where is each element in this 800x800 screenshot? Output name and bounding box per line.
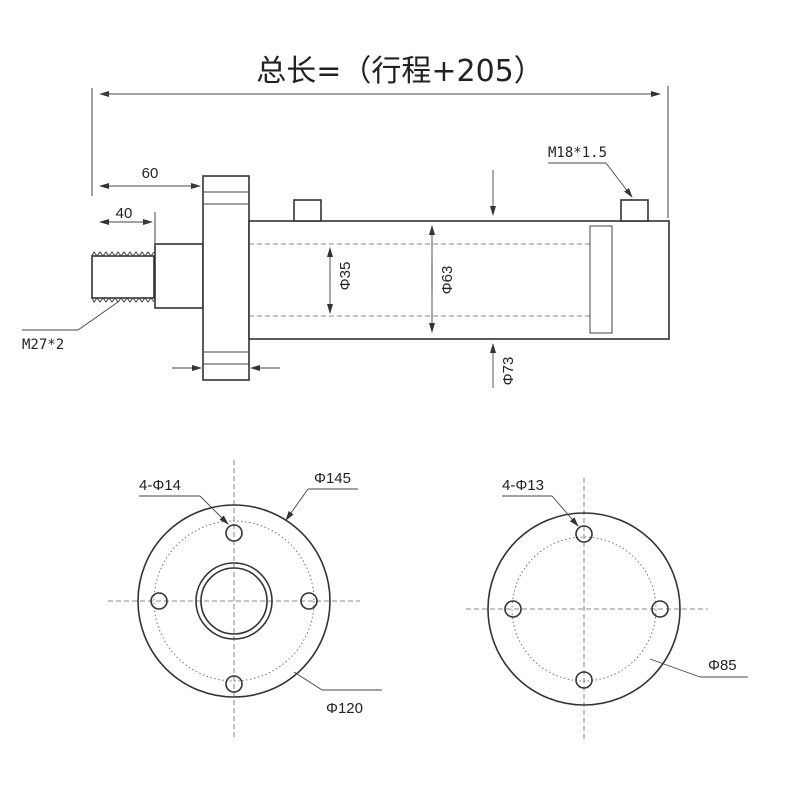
dim-60-label: 60 xyxy=(142,165,159,182)
port-thread-callout: M18*1.5 xyxy=(548,145,633,198)
rear-holes-callout: 4-Φ13 xyxy=(502,477,579,527)
dia-bore-dimension: Φ63 xyxy=(429,225,456,333)
thread-rod-label: M27*2 xyxy=(22,337,64,353)
front-holes-label: 4-Φ14 xyxy=(139,477,181,494)
dia-rod-label: Φ35 xyxy=(337,262,354,291)
front-outer-callout: Φ145 xyxy=(285,470,358,521)
thread-rod-callout: M27*2 xyxy=(22,301,119,353)
dim-40: 40 xyxy=(99,205,156,246)
port-thread-label: M18*1.5 xyxy=(548,145,607,161)
front-pcd-label: Φ120 xyxy=(326,700,363,717)
rear-outer-label: Φ85 xyxy=(708,657,737,674)
front-pcd-callout: Φ120 xyxy=(293,671,382,717)
rear-holes-label: 4-Φ13 xyxy=(502,477,544,494)
thread-teeth-top xyxy=(91,251,155,303)
title-text: 总长=（行程+205） xyxy=(256,54,544,89)
dia-bore-label: Φ63 xyxy=(439,266,456,295)
cylinder-side-view xyxy=(91,175,670,381)
dia-body-label: Φ73 xyxy=(500,357,517,386)
rear-outer-callout: Φ85 xyxy=(649,657,748,678)
dim-40-label: 40 xyxy=(116,205,133,222)
dim-60: 60 xyxy=(99,165,201,189)
overall-length-dimension xyxy=(91,86,669,218)
dia-rod-dimension: Φ35 xyxy=(327,247,354,314)
front-flange-view xyxy=(108,460,360,740)
front-holes-callout: 4-Φ14 xyxy=(139,477,229,525)
dia-body-dimension: Φ73 xyxy=(490,170,517,388)
front-outer-label: Φ145 xyxy=(314,470,351,487)
rear-flange-view xyxy=(466,478,708,742)
